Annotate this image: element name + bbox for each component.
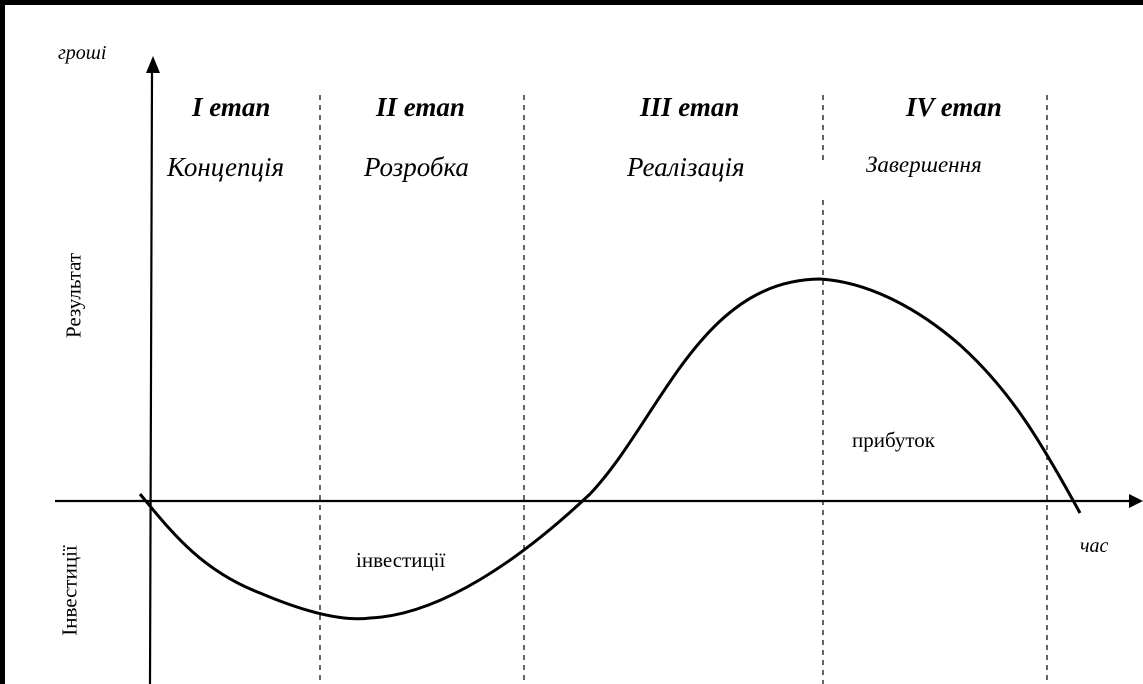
x-axis-arrowhead <box>1129 494 1143 508</box>
cash-flow-curve <box>138 277 1082 621</box>
upper-side-label: Результат <box>61 252 86 339</box>
y-axis-arrowhead <box>146 56 160 73</box>
stage-1-number: I етап <box>192 92 271 122</box>
stage-2-number: II етап <box>376 92 465 122</box>
stage-3-number: III етап <box>640 92 740 122</box>
stage-1-name: Концепція <box>167 152 285 182</box>
investment-label: інвестиції <box>356 548 446 572</box>
stage-2-name: Розробка <box>364 152 469 182</box>
stage-4-number: IV етап <box>906 92 1002 122</box>
lower-side-label: Інвестиції <box>57 545 82 636</box>
stage-3-name: Реалізація <box>627 152 745 182</box>
x-axis-label: час <box>1080 535 1109 557</box>
stage-4-name: Завершення <box>866 152 982 177</box>
y-axis <box>148 71 154 684</box>
profit-label: прибуток <box>852 428 935 452</box>
y-axis-label: гроші <box>58 42 107 64</box>
